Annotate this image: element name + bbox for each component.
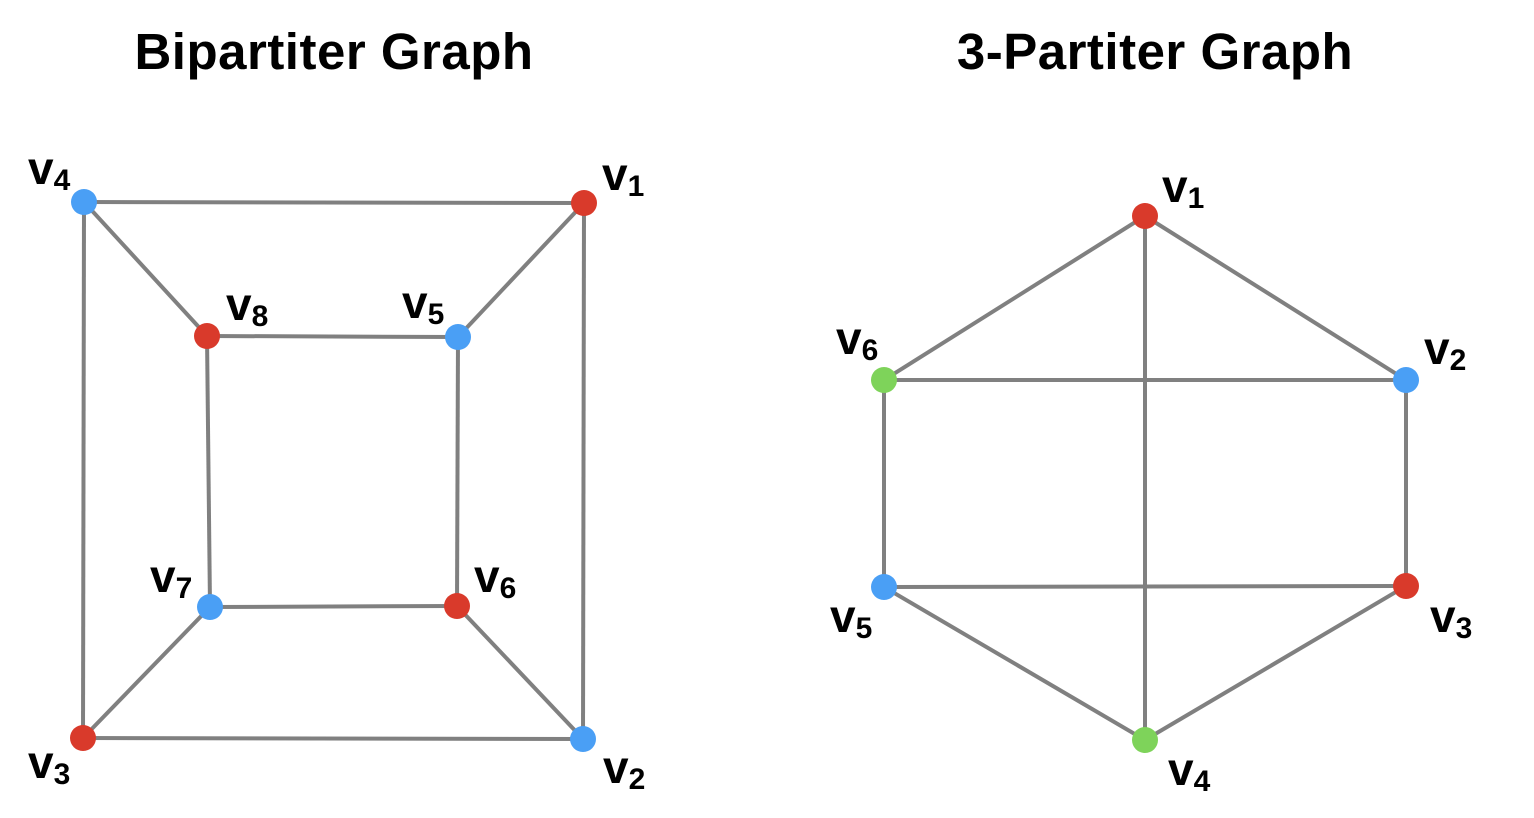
bipartite-edge-v1-v5 bbox=[456, 201, 586, 339]
labels-layer: v1 v2 v3 v4 v5 v6 v7 v8 v1 v2 v3 v4 v5 v6 bbox=[28, 142, 1472, 798]
bipartite-vertex-v1 bbox=[571, 190, 597, 216]
bipartite-edge-v2-v6 bbox=[455, 604, 585, 741]
bipartite-vertex-label-v8: v8 bbox=[226, 278, 268, 333]
bipartite-vertex-v2 bbox=[570, 726, 596, 752]
bipartite-vertex-v7 bbox=[197, 594, 223, 620]
edges-layer bbox=[81, 200, 1408, 742]
bipartite-edge-v6-v7 bbox=[209, 604, 458, 609]
bipartite-edge-v7-v8 bbox=[205, 335, 212, 608]
vertices-layer bbox=[70, 189, 1419, 753]
bipartite-vertex-label-v4: v4 bbox=[28, 142, 71, 197]
tripartite-vertex-label-v2: v2 bbox=[1424, 322, 1466, 377]
bipartite-edge-v3-v7 bbox=[81, 605, 212, 740]
tripartite-vertex-v3 bbox=[1393, 573, 1419, 599]
bipartite-vertex-label-v3: v3 bbox=[28, 736, 70, 791]
tripartite-vertex-v4 bbox=[1132, 727, 1158, 753]
bipartite-graph-title: Bipartiter Graph bbox=[134, 23, 534, 80]
tripartite-graph-title: 3-Partiter Graph bbox=[956, 23, 1354, 80]
tripartite-graph-panel: 3-Partiter Graph bbox=[767, 0, 1534, 818]
bipartite-vertex-label-v6: v6 bbox=[474, 550, 516, 605]
tripartite-edge-v5-v3 bbox=[883, 584, 1407, 589]
tripartite-vertex-v5 bbox=[871, 574, 897, 600]
bipartite-edge-v4-v1 bbox=[83, 200, 585, 205]
bipartite-vertex-label-v5: v5 bbox=[402, 276, 444, 331]
bipartite-vertex-v4 bbox=[71, 189, 97, 215]
tripartite-vertex-label-v1: v1 bbox=[1162, 160, 1204, 215]
bipartite-vertex-v5 bbox=[445, 324, 471, 350]
tripartite-vertex-label-v4: v4 bbox=[1168, 743, 1211, 798]
bipartite-vertex-label-v2: v2 bbox=[603, 741, 645, 796]
bipartite-graph-panel: Bipartiter Graph bbox=[134, 23, 534, 80]
bipartite-vertex-v8 bbox=[194, 323, 220, 349]
bipartite-edge-v1-v2 bbox=[581, 202, 586, 740]
tripartite-vertex-label-v5: v5 bbox=[830, 590, 872, 645]
tripartite-edge-v4-v5 bbox=[882, 585, 1147, 742]
bipartite-edge-v8-v5 bbox=[206, 334, 459, 339]
bipartite-edge-v2-v3 bbox=[82, 736, 584, 741]
tripartite-vertex-v1 bbox=[1132, 203, 1158, 229]
tripartite-vertex-v6 bbox=[871, 367, 897, 393]
bipartite-edge-v4-v8 bbox=[82, 200, 209, 338]
tripartite-vertex-label-v6: v6 bbox=[836, 312, 878, 367]
bipartite-edge-v5-v6 bbox=[455, 336, 460, 607]
tripartite-vertex-v2 bbox=[1393, 367, 1419, 393]
tripartite-edge-v3-v4 bbox=[1143, 584, 1408, 742]
bipartite-vertex-v6 bbox=[444, 593, 470, 619]
bipartite-vertex-label-v7: v7 bbox=[150, 550, 192, 605]
bipartite-vertex-v3 bbox=[70, 725, 96, 751]
tripartite-edge-v6-v1 bbox=[882, 214, 1147, 382]
bipartite-edge-v3-v4 bbox=[81, 201, 86, 739]
tripartite-vertex-label-v3: v3 bbox=[1430, 590, 1472, 645]
tripartite-edge-v1-v2 bbox=[1143, 214, 1408, 382]
bipartite-vertex-label-v1: v1 bbox=[602, 148, 644, 203]
